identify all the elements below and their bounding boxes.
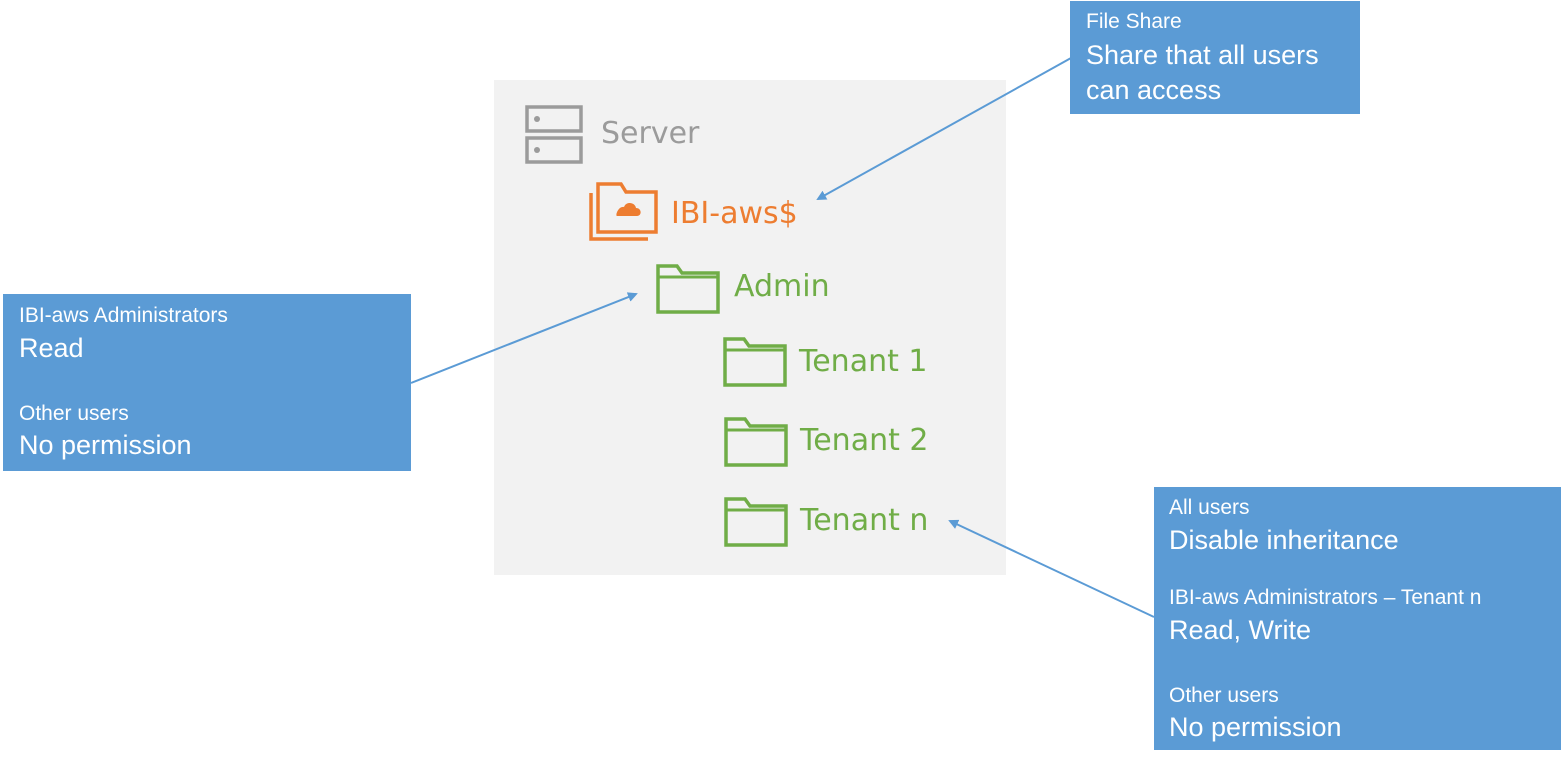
folder-icon bbox=[724, 497, 788, 547]
share-label: IBI-aws$ bbox=[671, 196, 798, 231]
folder-label-tenant-1: Tenant 1 bbox=[799, 344, 928, 379]
callout-group-value: Disable inheritance bbox=[1169, 525, 1399, 555]
callout-admin-permissions: IBI-aws Administrators Read Other users … bbox=[3, 294, 411, 471]
callout-group-value: No permission bbox=[19, 430, 192, 460]
cloud-share-folder-icon bbox=[589, 182, 658, 241]
folder-label-admin: Admin bbox=[734, 269, 830, 304]
callout-group-value: Read, Write bbox=[1169, 615, 1312, 645]
callout-file-share: File Share Share that all users can acce… bbox=[1070, 1, 1360, 114]
callout-group-heading: All users bbox=[1169, 496, 1250, 519]
callout-text: can access bbox=[1086, 75, 1222, 105]
callout-group-heading: Other users bbox=[1169, 684, 1279, 707]
folder-icon bbox=[656, 264, 720, 314]
server-label: Server bbox=[601, 116, 700, 151]
callout-heading: File Share bbox=[1086, 10, 1182, 33]
callout-tenant-n-permissions: All users Disable inheritance IBI-aws Ad… bbox=[1154, 487, 1561, 750]
folder-label-tenant-2: Tenant 2 bbox=[800, 423, 929, 458]
folder-label-tenant-n: Tenant n bbox=[800, 503, 929, 538]
callout-group-value: Read bbox=[19, 333, 84, 363]
server-icon bbox=[525, 105, 583, 164]
folder-icon bbox=[724, 417, 788, 467]
callout-text: Share that all users bbox=[1086, 40, 1319, 70]
callout-group-heading: IBI-aws Administrators bbox=[19, 304, 228, 327]
callout-group-heading: IBI-aws Administrators – Tenant n bbox=[1169, 586, 1482, 609]
callout-group-heading: Other users bbox=[19, 402, 129, 425]
folder-icon bbox=[723, 337, 787, 387]
callout-group-value: No permission bbox=[1169, 712, 1342, 742]
